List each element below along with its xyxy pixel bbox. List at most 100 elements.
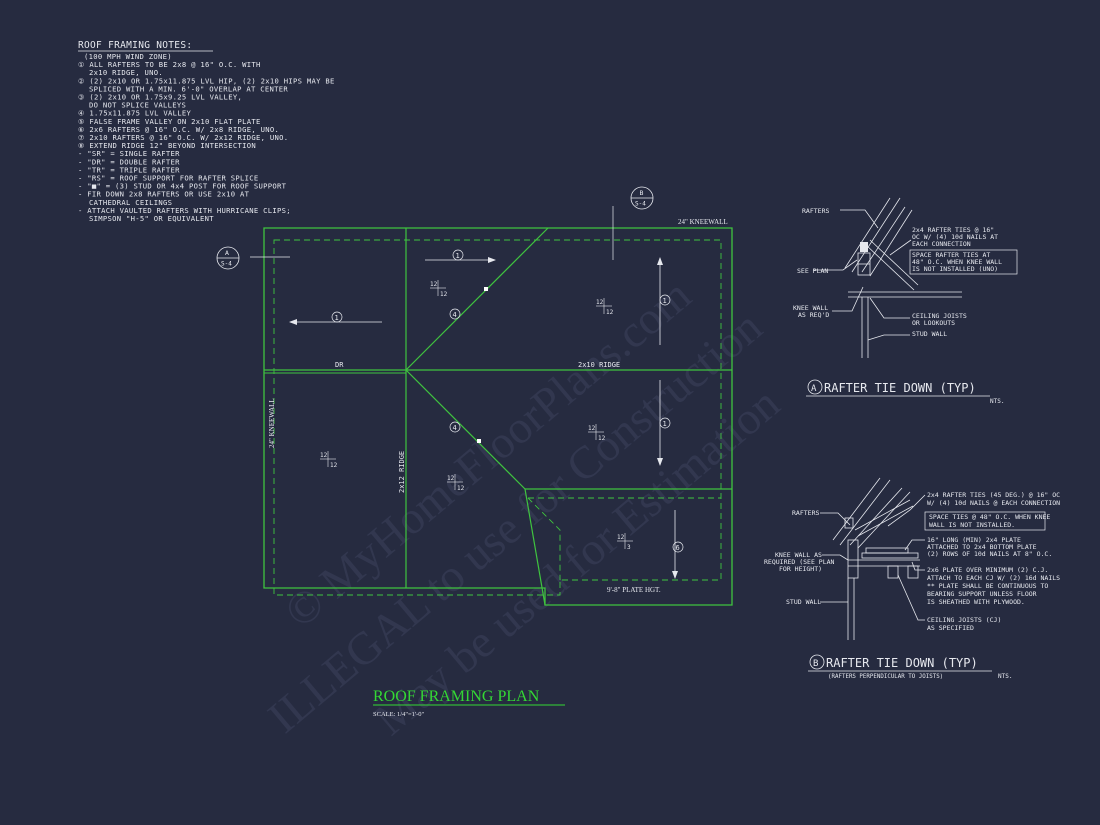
pitch-rise: 12: [457, 485, 465, 492]
note-line: - "SR" = SINGLE RAFTER: [78, 149, 180, 158]
pitch-run: 12: [588, 425, 596, 432]
plan-title: ROOF FRAMING PLAN: [373, 688, 540, 705]
plan-labels: 24" KNEEWALL 24" KNEEWALL 2x10 RIDGE 2x1…: [268, 218, 728, 594]
note-line: DO NOT SPLICE VALLEYS: [89, 101, 186, 110]
pitch-run: 12: [320, 452, 328, 459]
svg-text:(2) ROWS OF 10d NAILS AT 8" O.: (2) ROWS OF 10d NAILS AT 8" O.C.: [927, 550, 1052, 558]
svg-text:4: 4: [453, 311, 457, 319]
marker-4-upper: 4: [449, 308, 461, 320]
marker-6: 6: [672, 541, 684, 553]
svg-text:SPACE TIES @ 48" O.C. WHEN KNE: SPACE TIES @ 48" O.C. WHEN KNEE: [929, 513, 1050, 521]
pitch-rise: 12: [598, 435, 606, 442]
watermark-line-1: © MyHomeFloorPlans.com: [275, 269, 701, 638]
note-line: ⑦ 2x10 RAFTERS @ 16" O.C. W/ 2x12 RIDGE,…: [78, 133, 288, 142]
svg-text:OC W/ (4) 10d NAILS AT: OC W/ (4) 10d NAILS AT: [912, 233, 998, 241]
detail-b-nts: NTS.: [998, 673, 1012, 680]
svg-text:KNEE WALL AS: KNEE WALL AS: [775, 551, 822, 559]
svg-text:STUD WALL: STUD WALL: [786, 598, 821, 606]
detail-a-nts: NTS.: [990, 398, 1004, 405]
note-line: ③ (2) 2x10 OR 1.75x9.25 LVL VALLEY,: [78, 93, 242, 102]
watermark: © MyHomeFloorPlans.com ILLEGAL to use fo…: [258, 269, 789, 745]
svg-text:1: 1: [663, 420, 667, 428]
pitch-rise: 12: [606, 309, 614, 316]
marker-1-top: 1: [452, 249, 464, 261]
svg-text:CEILING JOISTS: CEILING JOISTS: [912, 312, 967, 320]
label-ridge-vertical: 2x12 RIDGE: [398, 451, 406, 493]
svg-text:IS SHEATHED WITH PLYWOOD.: IS SHEATHED WITH PLYWOOD.: [927, 598, 1025, 606]
svg-text:1: 1: [663, 297, 667, 305]
pitch-symbol: 123: [617, 533, 633, 551]
plan-title-block: ROOF FRAMING PLAN SCALE: 1/4"=1'-0": [373, 688, 565, 718]
svg-text:2x4 RAFTER TIES (45 DEG.) @ 16: 2x4 RAFTER TIES (45 DEG.) @ 16" OC: [927, 491, 1060, 499]
roof-framing-notes: ROOF FRAMING NOTES: (100 MPH WIND ZONE)①…: [78, 40, 335, 223]
pitch-run: 12: [447, 475, 455, 482]
note-line: - "DR" = DOUBLE RAFTER: [78, 157, 180, 166]
label-plate-height: 9'-8" PLATE HGT.: [607, 586, 661, 594]
note-line: SPLICED WITH A MIN. 6'-0" OVERLAP AT CEN…: [89, 84, 288, 93]
note-line: SIMPSON "H-5" OR EQUIVALENT: [89, 214, 214, 223]
note-line: - ATTACH VAULTED RAFTERS WITH HURRICANE …: [78, 206, 291, 215]
svg-text:REQUIRED (SEE PLAN: REQUIRED (SEE PLAN: [764, 558, 835, 566]
detail-a: [813, 197, 1018, 358]
note-line: ① ALL RAFTERS TO BE 2x8 @ 16" O.C. WITH: [78, 60, 261, 69]
svg-text:1: 1: [456, 252, 460, 260]
note-line: CATHEDRAL CEILINGS: [89, 198, 172, 207]
svg-text:A: A: [225, 249, 229, 257]
plan-markers: 1 1 1 1 4 4 6: [331, 249, 684, 553]
detail-b-title-block: B RAFTER TIE DOWN (TYP) (RAFTERS PERPEND…: [808, 654, 1012, 680]
detail-a-letter: A: [811, 384, 817, 394]
svg-text:FOR HEIGHT): FOR HEIGHT): [779, 565, 822, 573]
detail-b: [820, 477, 1046, 640]
svg-text:4: 4: [453, 424, 457, 432]
svg-text:IS NOT INSTALLED (UNO): IS NOT INSTALLED (UNO): [912, 265, 998, 273]
detail-b-labels: RAFTERS 2x4 RAFTER TIES (45 DEG.) @ 16" …: [764, 491, 1060, 632]
svg-text:AS SPECIFIED: AS SPECIFIED: [927, 624, 974, 632]
note-line: 2x10 RIDGE, UNO.: [89, 68, 163, 77]
svg-text:1: 1: [335, 314, 339, 322]
svg-text:6: 6: [676, 544, 680, 552]
detail-a-title-block: A RAFTER TIE DOWN (TYP) NTS.: [806, 379, 1004, 405]
svg-text:STUD WALL: STUD WALL: [912, 330, 947, 338]
note-line: ④ 1.75x11.875 LVL VALLEY: [78, 109, 192, 118]
pitch-rise: 12: [330, 462, 338, 469]
svg-text:W/ (4) 10d NAILS @ EACH CONNEC: W/ (4) 10d NAILS @ EACH CONNECTION: [927, 499, 1060, 507]
svg-text:KNEE WALL: KNEE WALL: [793, 304, 828, 312]
note-line: ② (2) 2x10 OR 1.75x11.875 LVL HIP, (2) 2…: [78, 76, 335, 85]
label-ridge: 2x10 RIDGE: [578, 361, 620, 369]
svg-text:OR LOOKOUTS: OR LOOKOUTS: [912, 319, 955, 327]
svg-text:RAFTERS: RAFTERS: [792, 509, 819, 517]
callout-a: A S-4: [216, 246, 240, 270]
label-top-kneewall: 24" KNEEWALL: [678, 218, 728, 226]
detail-a-labels: RAFTERS 2x4 RAFTER TIES @ 16" OC W/ (4) …: [793, 207, 1002, 338]
marker-1-right-lower: 1: [659, 417, 671, 429]
marker-1-left: 1: [331, 311, 343, 323]
svg-text:AS REQ'D: AS REQ'D: [798, 311, 829, 319]
plan-scale: SCALE: 1/4"=1'-0": [373, 711, 424, 718]
callout-b: B S-4: [630, 186, 654, 210]
note-line: ⑥ 2x6 RAFTERS @ 16" O.C. W/ 2x8 RIDGE, U…: [78, 125, 279, 134]
marker-1-right-upper: 1: [659, 294, 671, 306]
detail-b-title: RAFTER TIE DOWN (TYP): [826, 656, 978, 670]
svg-text:2x6 PLATE OVER MINIMUM (2) C.J: 2x6 PLATE OVER MINIMUM (2) C.J.: [927, 566, 1048, 574]
pitch-run: 12: [430, 281, 438, 288]
detail-b-subtitle: (RAFTERS PERPENDICULAR TO JOISTS): [828, 674, 943, 680]
svg-text:WALL IS NOT INSTALLED.: WALL IS NOT INSTALLED.: [929, 521, 1015, 529]
svg-text:48" O.C. WHEN KNEE WALL: 48" O.C. WHEN KNEE WALL: [912, 258, 1002, 266]
svg-text:SEE PLAN: SEE PLAN: [797, 267, 828, 275]
svg-text:S-4: S-4: [635, 201, 646, 208]
note-line: - FIR DOWN 2x8 RAFTERS OR USE 2x10 AT: [78, 190, 250, 199]
note-line: - "RS" = ROOF SUPPORT FOR RAFTER SPLICE: [78, 174, 258, 183]
svg-text:16" LONG (MIN) 2x4 PLATE: 16" LONG (MIN) 2x4 PLATE: [927, 536, 1021, 544]
label-left-kneewall: 24" KNEEWALL: [268, 398, 276, 448]
svg-text:S-4: S-4: [221, 261, 232, 268]
note-line: ⑤ FALSE FRAME VALLEY ON 2x10 FLAT PLATE: [78, 117, 261, 126]
svg-text:RAFTERS: RAFTERS: [802, 207, 829, 215]
note-line: - "TR" = TRIPLE RAFTER: [78, 165, 180, 174]
pitch-rise: 3: [627, 544, 631, 551]
detail-b-letter: B: [813, 659, 818, 669]
